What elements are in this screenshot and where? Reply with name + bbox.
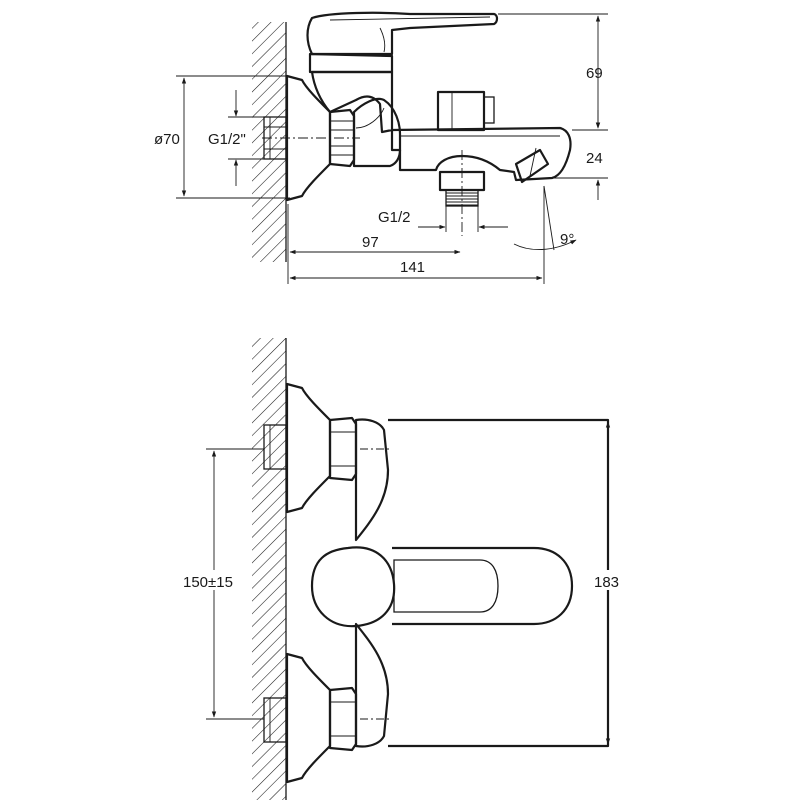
top-view: 150±15 183: [180, 338, 626, 800]
handle-cap-top: [310, 546, 396, 628]
spout-top: [392, 546, 574, 626]
dim-height-spout-label: 24: [586, 150, 603, 167]
dim-outlet-thread: G1/2: [378, 206, 508, 232]
spout-side: [390, 126, 572, 184]
dim-connection: G1/2": [208, 90, 264, 186]
escutcheon-upper: [285, 382, 332, 514]
wall-top: [252, 338, 287, 800]
lever-handle-top: [393, 559, 499, 613]
dim-outlet-distance: 97: [287, 204, 461, 284]
dim-height-top: 69: [498, 13, 608, 131]
dim-height-top-label: 69: [586, 65, 603, 82]
hex-nut-upper: [328, 416, 358, 482]
dim-total-length: 141: [289, 186, 545, 284]
dim-diameter: ø70: [154, 75, 290, 199]
mixer-body-top: [360, 418, 610, 748]
dim-outlet-thread-label: G1/2: [378, 209, 411, 226]
elbow-upper: [354, 418, 390, 542]
dim-diameter-label: ø70: [154, 131, 180, 148]
wall-side: [252, 22, 287, 262]
dim-height-spout: 24: [550, 110, 608, 200]
escutcheon-lower: [285, 652, 332, 784]
mixer-body-side: [308, 52, 394, 134]
elbow-side: [352, 97, 402, 168]
dim-center-distance: 150±15: [180, 448, 264, 720]
dim-angle: 9°: [513, 185, 577, 251]
dim-total-width-label: 183: [594, 574, 619, 591]
side-view: ø70 G1/2" 69 24 G1: [154, 11, 608, 284]
elbow-lower: [354, 622, 390, 748]
diverter-knob-side: [436, 90, 495, 132]
dim-center-distance-label: 150±15: [183, 574, 233, 591]
hex-nut-lower: [328, 686, 358, 752]
lever-handle-side: [306, 11, 499, 56]
dim-angle-label: 9°: [560, 231, 574, 248]
dim-connection-label: G1/2": [208, 131, 246, 148]
dim-outlet-distance-label: 97: [362, 234, 379, 251]
dim-total-length-label: 141: [400, 259, 425, 276]
dim-total-width: 183: [592, 421, 626, 745]
